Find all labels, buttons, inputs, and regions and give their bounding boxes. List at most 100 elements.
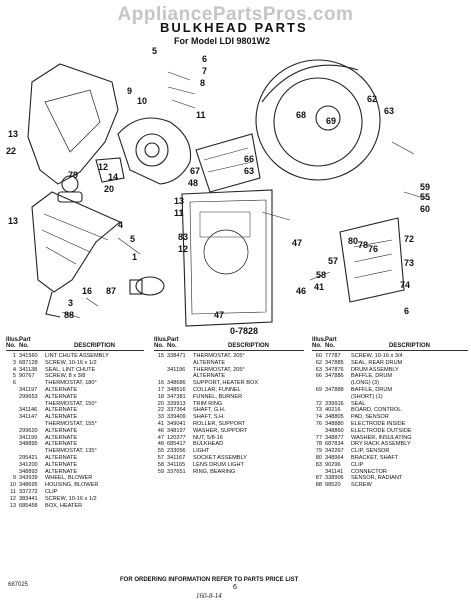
table-row: ALTERNATE	[154, 373, 304, 380]
callout: 12	[178, 244, 188, 254]
cell-part: 299620	[19, 427, 38, 434]
cell-part: 348964	[325, 454, 344, 461]
cell-no: 59	[157, 468, 164, 475]
cell-part: 347885	[325, 359, 344, 366]
cell-no: 87	[315, 475, 322, 482]
page-number: 6	[233, 584, 237, 591]
cell-no	[6, 441, 19, 448]
handwritten-note: 160-8-14	[196, 592, 222, 600]
callout: 74	[400, 280, 410, 290]
cell-no: 74	[315, 414, 322, 421]
cell-no: 46	[157, 427, 164, 434]
callout: 22	[6, 146, 16, 156]
cell-desc: BAFFLE, DRUM	[351, 386, 393, 393]
cell-no: 77	[315, 434, 322, 441]
cell-no: 11	[10, 488, 16, 495]
callout: 6	[404, 306, 409, 316]
heater-box	[31, 191, 122, 293]
table-row: THERMOSTAT, 155°	[6, 421, 144, 428]
callout: 78	[358, 240, 368, 250]
cell-desc: (SHORT) (1)	[351, 393, 383, 400]
cell-no: 69	[315, 386, 322, 393]
callout: 1	[132, 252, 137, 262]
cell-desc: WHEEL, BLOWER	[45, 475, 93, 482]
cell-part: 341165	[167, 461, 186, 468]
cell-no: 48	[157, 441, 164, 448]
cell-no: 13	[9, 502, 16, 509]
cell-no	[6, 401, 19, 408]
table-row: 341196 THERMOSTAT, 205°	[154, 367, 304, 374]
callout: 83	[178, 232, 188, 242]
cell-desc: TRIM RING	[193, 400, 223, 407]
cell-no: 1	[12, 353, 16, 359]
cell-no: 10	[9, 482, 16, 489]
cell-desc: ALTERNATE	[45, 386, 78, 393]
cell-part: 347886	[325, 373, 344, 380]
cell-part: 40216	[325, 407, 341, 414]
cell-desc: ELECTRODE INSIDE	[351, 420, 406, 427]
page-title: BULKHEAD PARTS	[160, 20, 308, 35]
cell-part: 341560	[19, 353, 38, 359]
cell-part: 348880	[325, 420, 344, 427]
cell-part: 341197	[19, 386, 38, 393]
cell-no: 12	[9, 495, 16, 502]
callout: 14	[108, 172, 118, 182]
callout: 66	[244, 154, 254, 164]
cell-desc: BRACKET, SHAFT	[351, 454, 399, 461]
cell-desc: ALTERNATE	[45, 434, 78, 441]
cell-no: 5	[12, 373, 16, 380]
cell-desc: NUT, 5/8-16	[193, 434, 223, 441]
cell-no	[6, 469, 19, 476]
cell-no	[6, 435, 19, 442]
cell-no	[154, 360, 167, 367]
cell-no: 47	[157, 434, 164, 441]
cell-part: 348860	[325, 427, 344, 434]
cell-part: 337272	[19, 488, 38, 495]
cell-no	[6, 407, 19, 414]
cell-no: 58	[157, 461, 164, 468]
cell-no	[6, 428, 19, 435]
callout: 72	[404, 234, 414, 244]
callout: 63	[244, 166, 254, 176]
cell-part: 338471	[167, 353, 186, 359]
cell-no	[312, 428, 325, 435]
cell-desc: BULKHEAD	[193, 441, 224, 448]
cell-desc: ALTERNATE	[45, 414, 78, 421]
cell-no: 73	[315, 407, 322, 414]
document-code: 687025	[8, 582, 29, 588]
cell-desc: THERMOSTAT, 205°	[193, 353, 245, 359]
callout: 47	[214, 310, 224, 320]
table-row: (LONG) (3)	[312, 380, 468, 387]
callout: 11	[196, 110, 206, 120]
cell-desc: SCREW	[351, 482, 372, 489]
cell-part: 348805	[325, 414, 344, 421]
cell-no: 4	[12, 366, 16, 373]
cell-desc: CLIP, SENSOR	[351, 448, 390, 455]
cell-desc: CLIP	[351, 461, 364, 468]
cell-part: 341196	[167, 366, 186, 373]
callout: 60	[420, 204, 430, 214]
cell-no: 60	[315, 353, 322, 359]
cell-part: 98520	[325, 482, 341, 489]
cell-desc: FUNNEL, BURNER	[193, 393, 243, 400]
callout: 5	[152, 46, 157, 56]
cell-no: 78	[315, 441, 322, 448]
cell-part: 349041	[167, 420, 186, 427]
cell-desc: THERMOSTAT, 205°	[193, 366, 245, 373]
cell-desc: SUPPORT, HEATER BOX	[193, 380, 259, 387]
